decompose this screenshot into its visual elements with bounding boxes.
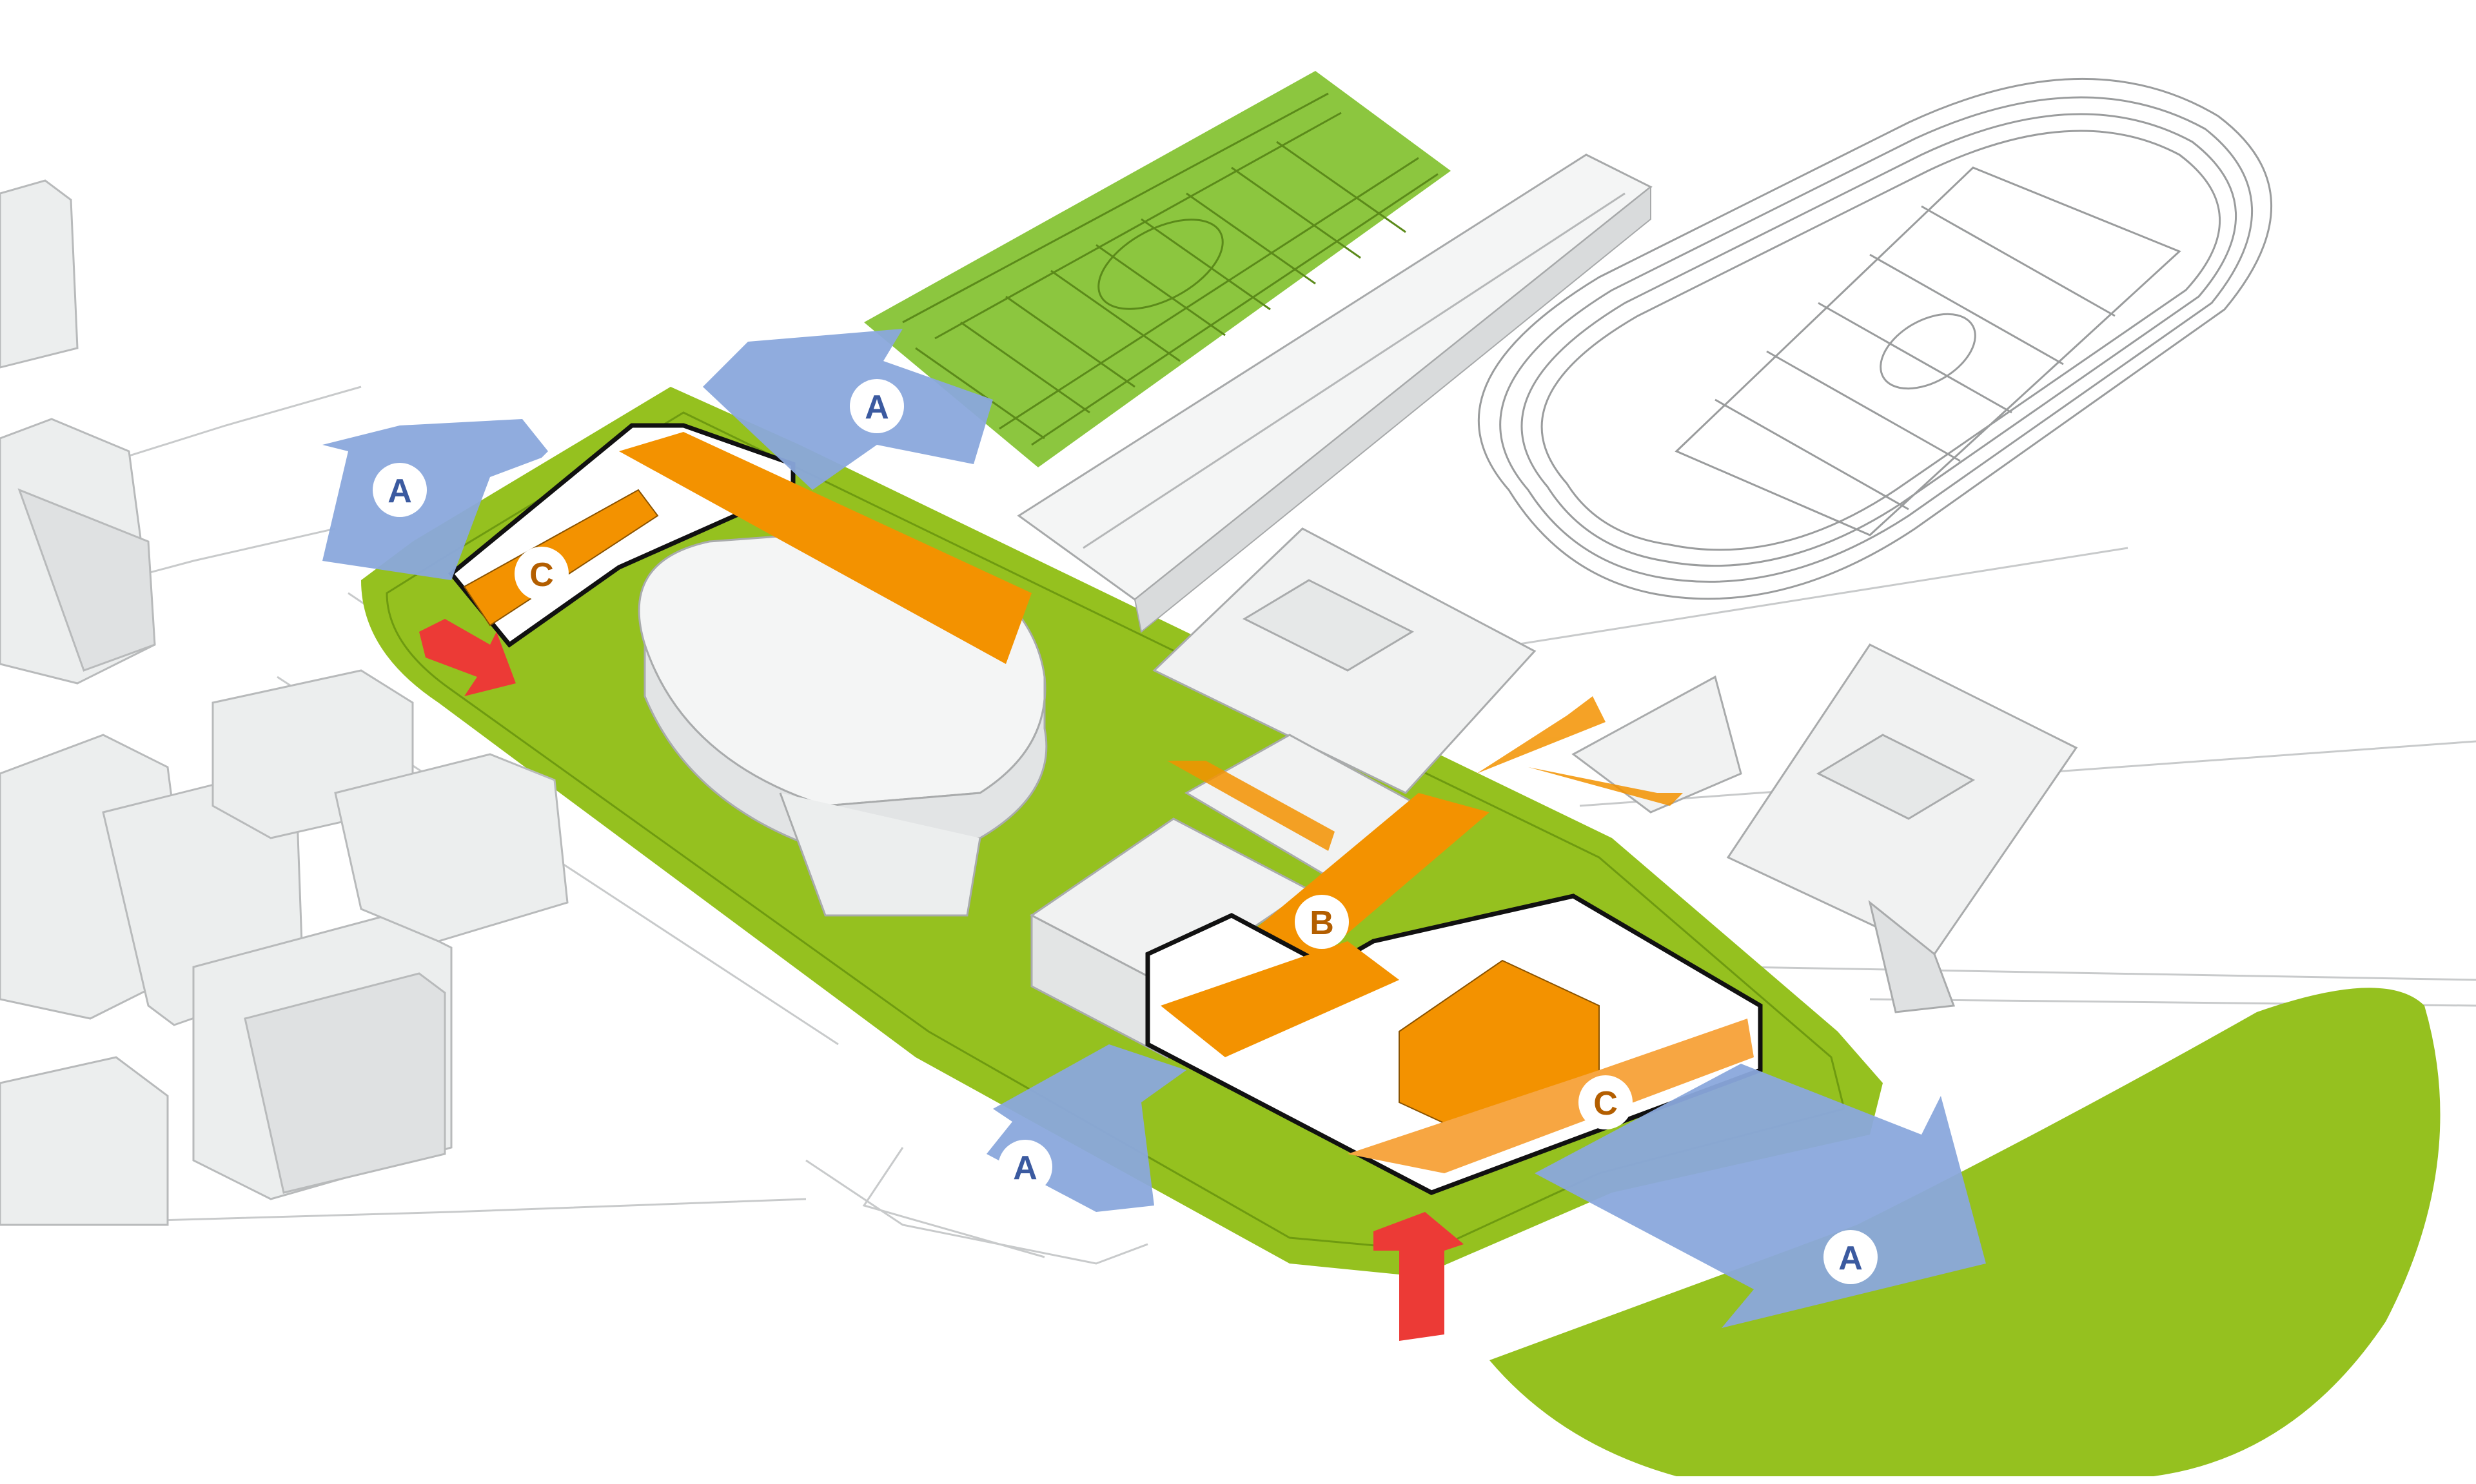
entry-arrow-south [1373,1212,1464,1341]
practice-football-field [864,71,1451,467]
label-badge-a-south-left: A [998,1140,1052,1194]
svg-text:C: C [529,556,554,594]
grandstand [1017,153,1653,633]
svg-text:C: C [1593,1085,1618,1122]
orange-flow-arrows [1167,696,1683,851]
svg-text:B: B [1310,904,1334,942]
site-strip-outline [386,411,1845,1252]
label-badge-c-north: C [515,547,569,601]
svg-text:A: A [388,473,412,510]
north-circulation-corridor [619,432,1032,664]
entry-arrow-north [419,619,516,696]
svg-text:A: A [865,389,889,426]
south-circulation-c [1348,1019,1754,1173]
campus-buildings [1030,527,2078,1059]
label-badge-a-north-right: A [850,379,904,433]
running-track [1477,77,2272,600]
svg-text:A: A [1838,1240,1863,1277]
label-badge-c-south: C [1578,1075,1633,1129]
label-badge-a-north-left: A [373,463,427,517]
left-city-buildings [0,179,569,1226]
label-badge-b-corridor: B [1295,895,1349,949]
south-circulation-corridor [1161,941,1399,1057]
label-badge-a-south-right: A [1823,1230,1878,1284]
access-arrow-north-right [703,329,993,490]
entry-arrows [419,619,1464,1341]
access-arrow-north-left [322,419,548,580]
svg-text:A: A [1013,1149,1037,1187]
